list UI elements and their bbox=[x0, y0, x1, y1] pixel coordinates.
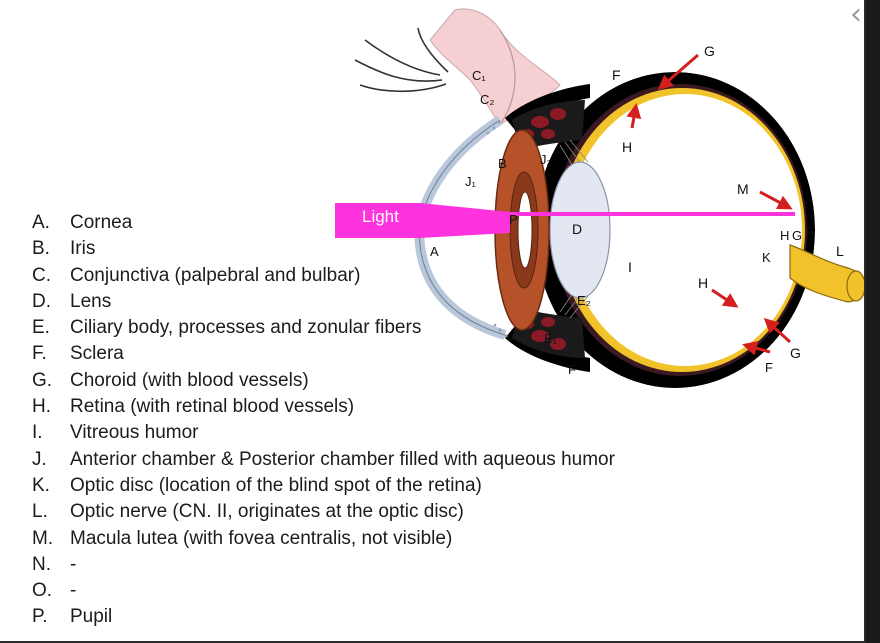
legend-key: O. bbox=[32, 580, 53, 602]
legend-key: A. bbox=[32, 212, 50, 233]
arrow-M bbox=[759, 190, 793, 210]
legend-key: K. bbox=[32, 474, 50, 496]
legend-text: Macula lutea (with fovea centralis, not … bbox=[70, 527, 453, 549]
eyeball-layers bbox=[535, 72, 815, 388]
label-c1: C₁ bbox=[472, 68, 486, 83]
legend-key: C. bbox=[32, 264, 51, 286]
light-label: Light bbox=[362, 207, 399, 226]
legend-key: G. bbox=[32, 369, 53, 391]
vitreous-humor bbox=[568, 94, 802, 366]
arrow-H-bottom bbox=[711, 288, 739, 308]
lens bbox=[549, 161, 611, 299]
legend-text: Lens bbox=[70, 290, 112, 312]
label-h-right: H bbox=[780, 228, 789, 243]
legend-text: Choroid (with blood vessels) bbox=[70, 369, 309, 391]
legend-key: P. bbox=[32, 606, 48, 628]
legend-key: J. bbox=[32, 448, 47, 470]
label-g-right: G bbox=[792, 228, 802, 243]
arrow-H-top bbox=[626, 103, 642, 129]
legend-text: Pupil bbox=[70, 606, 113, 628]
label-d: D bbox=[572, 221, 582, 237]
eyelash bbox=[359, 83, 447, 93]
legend-key: F. bbox=[32, 343, 47, 365]
eyelash bbox=[417, 27, 449, 73]
label-a: A bbox=[430, 244, 439, 259]
eyelash bbox=[364, 39, 441, 76]
legend-text: Iris bbox=[70, 238, 96, 260]
legend-text: - bbox=[70, 580, 77, 602]
legend-key: I. bbox=[32, 422, 43, 444]
legend-key: D. bbox=[32, 290, 51, 312]
legend-text: Anterior chamber & Posterior chamber fil… bbox=[70, 448, 615, 470]
conjunctiva-dots bbox=[486, 120, 508, 338]
optic-nerve-end bbox=[846, 270, 864, 302]
legend-text: Retina (with retinal blood vessels) bbox=[70, 396, 355, 418]
light-beam bbox=[335, 203, 510, 238]
label-g-bottom: G bbox=[790, 345, 801, 361]
label-f-right: F bbox=[806, 224, 814, 239]
legend-key: E. bbox=[32, 317, 50, 339]
label-h-bottom: H bbox=[698, 275, 708, 291]
label-e1: E₁ bbox=[544, 331, 558, 346]
legend-text: Vitreous humor bbox=[70, 422, 199, 444]
label-p: P bbox=[509, 212, 518, 227]
label-b: B bbox=[498, 156, 507, 171]
label-i: I bbox=[628, 259, 632, 275]
arrow-F-bottom bbox=[742, 341, 771, 356]
light-ray-inner bbox=[505, 212, 795, 216]
legend-text: Ciliary body, processes and zonular fibe… bbox=[70, 317, 422, 339]
label-e2: E₂ bbox=[577, 293, 591, 308]
label-c2: C₂ bbox=[480, 92, 494, 107]
label-h-top: H bbox=[622, 139, 632, 155]
legend-key: L. bbox=[32, 501, 48, 523]
legend-key: M. bbox=[32, 527, 54, 549]
pupil bbox=[517, 191, 533, 269]
label-f-top: F bbox=[612, 67, 621, 83]
legend-text: Optic disc (location of the blind spot o… bbox=[70, 474, 482, 496]
label-j2: J₂ bbox=[540, 152, 552, 167]
legend-text: Sclera bbox=[70, 343, 124, 365]
label-g-top: G bbox=[704, 43, 715, 59]
legend-text: Conjunctiva (palpebral and bulbar) bbox=[70, 264, 361, 286]
label-f-bottom: F bbox=[568, 362, 576, 377]
label-k: K bbox=[762, 250, 771, 265]
eyelash bbox=[354, 59, 443, 82]
conjunctiva-fold bbox=[499, 29, 516, 126]
legend-text: Optic nerve (CN. II, originates at the o… bbox=[70, 501, 464, 523]
legend-key: N. bbox=[32, 553, 51, 575]
label-f-bottom-right: F bbox=[765, 360, 773, 375]
label-j1: J₁ bbox=[465, 174, 477, 189]
label-l: L bbox=[836, 243, 844, 259]
legend-text: - bbox=[70, 553, 77, 575]
legend-key: B. bbox=[32, 238, 50, 260]
label-m: M bbox=[737, 181, 749, 197]
cornea-edge bbox=[418, 119, 506, 336]
legend-text: Cornea bbox=[70, 212, 133, 233]
arrow-G-bottom bbox=[763, 317, 792, 344]
arrow-G-top bbox=[657, 53, 699, 90]
legend-key: H. bbox=[32, 396, 51, 418]
chevron-left-icon[interactable]: ‹ bbox=[850, 0, 862, 32]
